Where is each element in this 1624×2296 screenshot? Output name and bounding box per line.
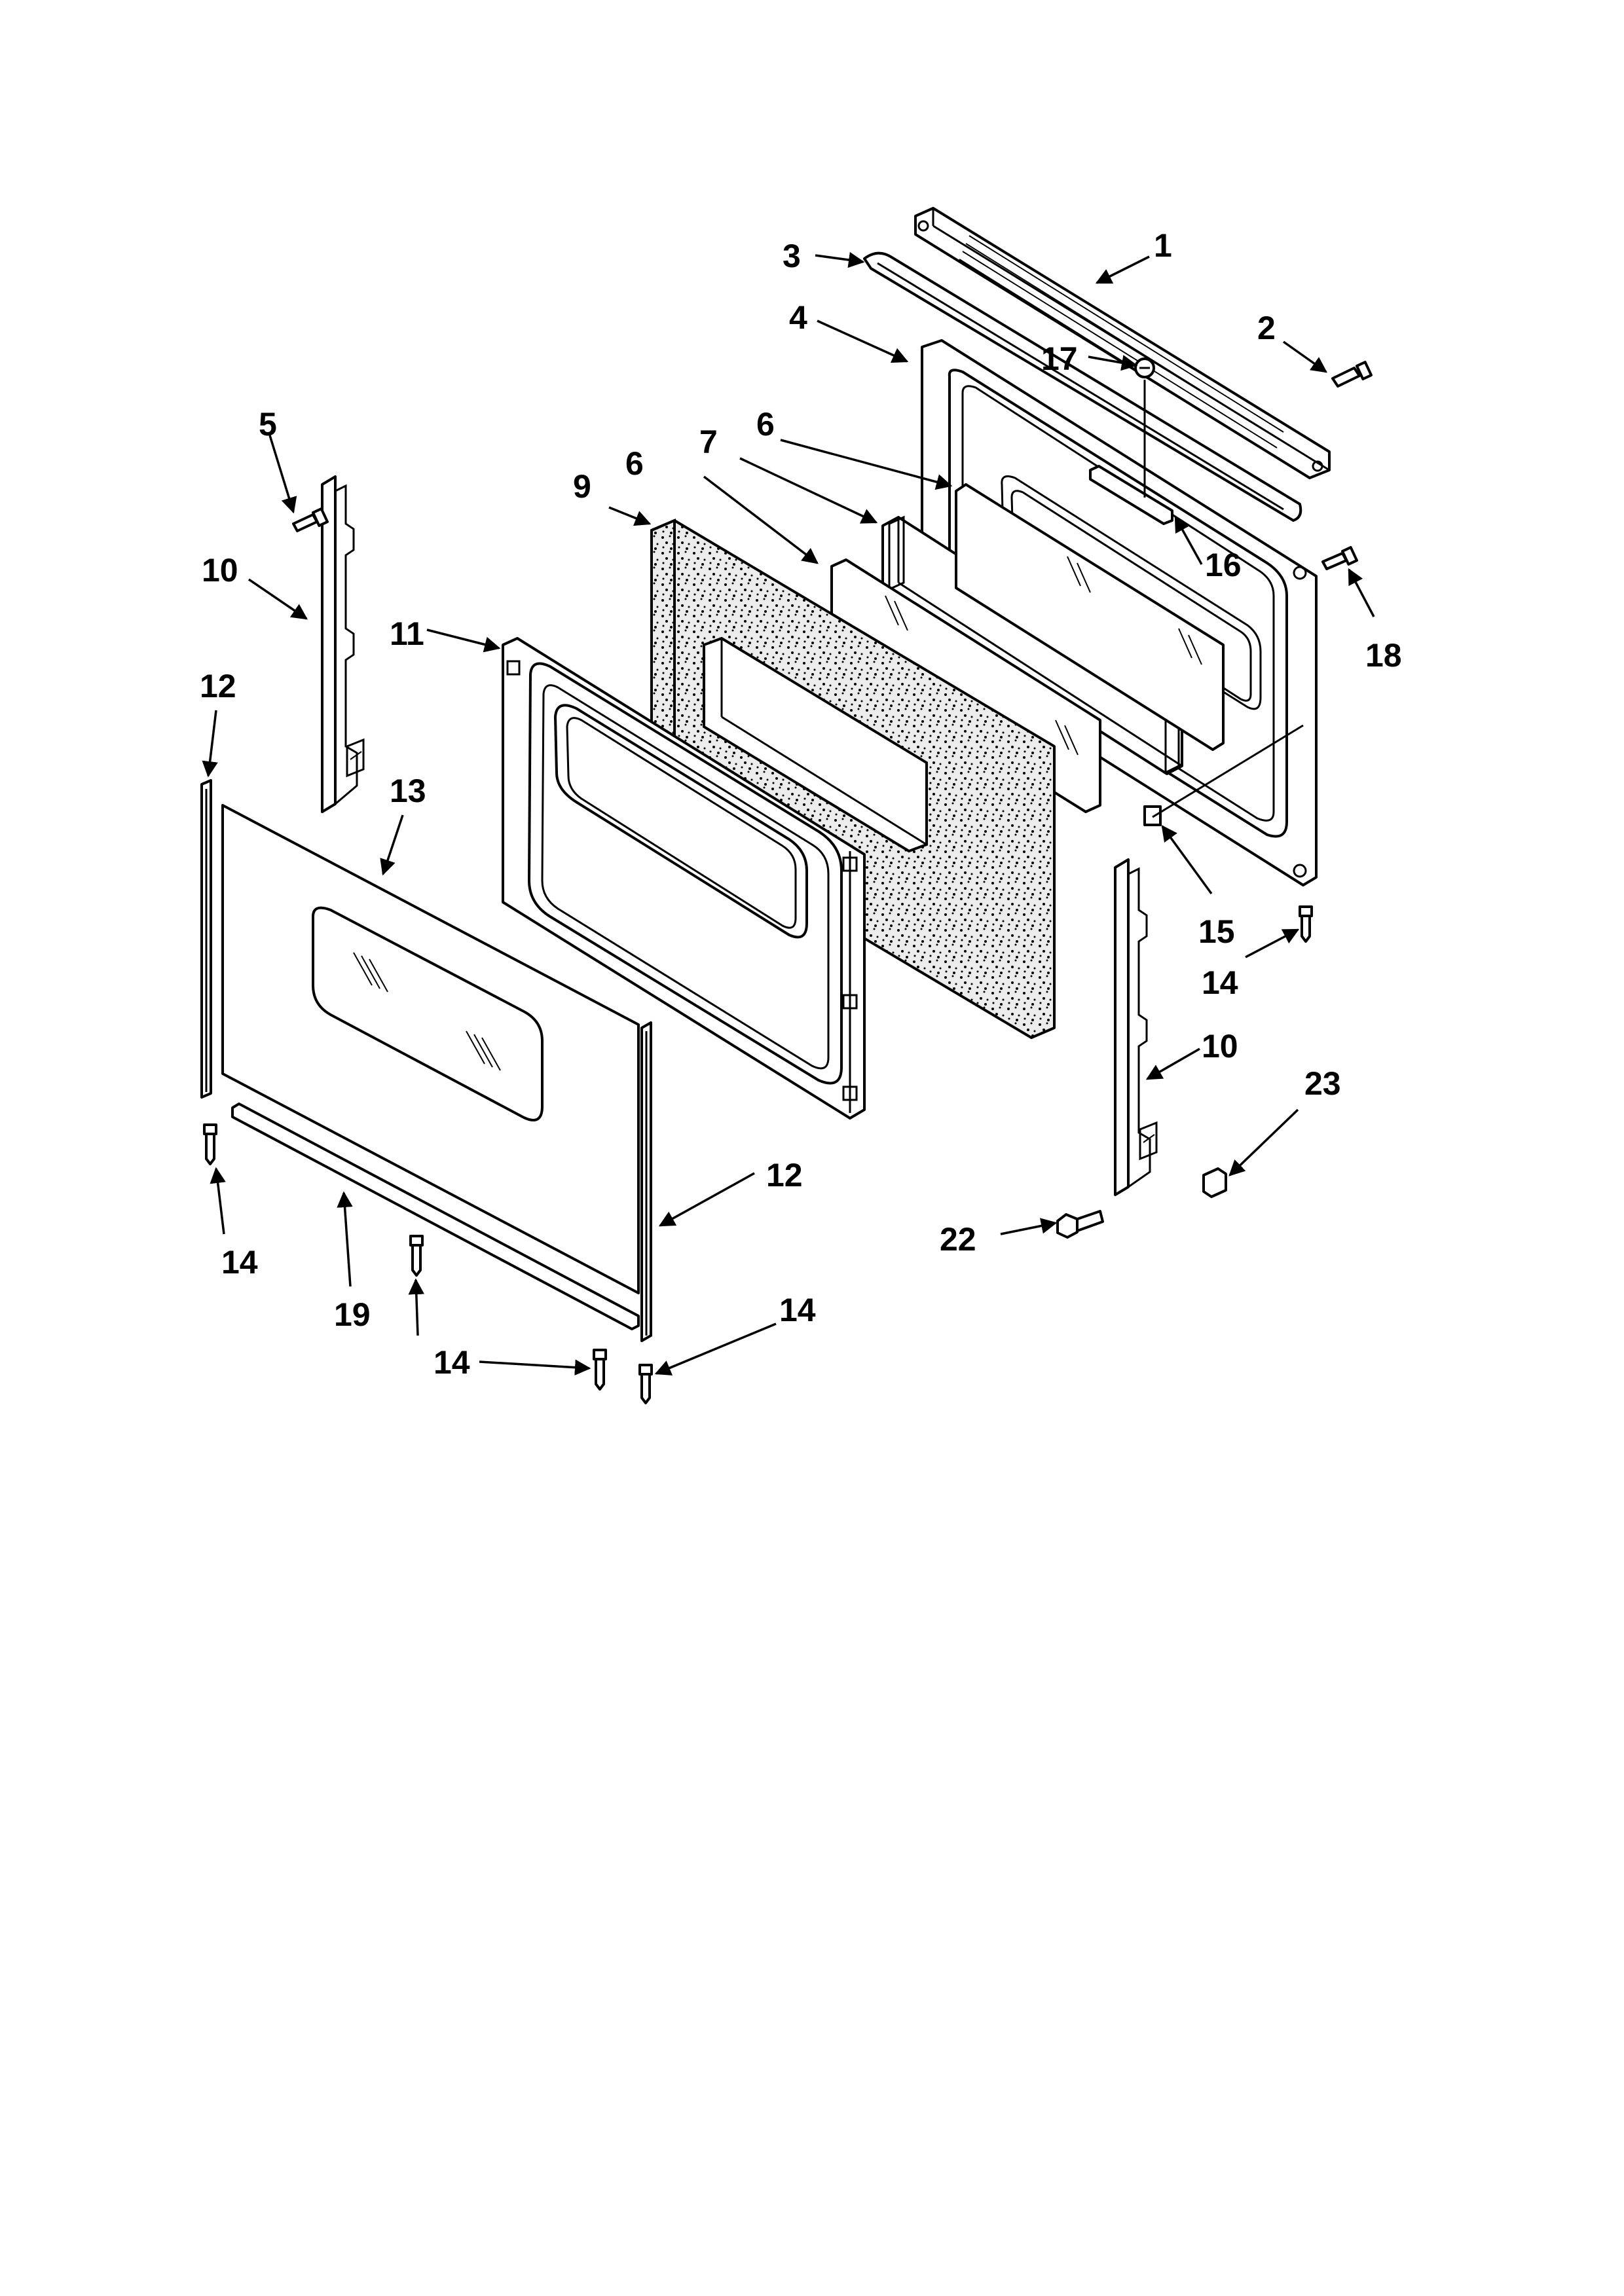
callout-4: 4 [789,299,807,336]
part-14-screw-bottom-middle [409,1235,424,1277]
part-5-screw [292,507,329,532]
callout-14-right: 14 [779,1292,816,1328]
callout-7: 7 [699,424,718,460]
vent-slots [959,235,1284,456]
callout-5: 5 [259,406,277,443]
callout-9: 9 [573,468,591,505]
screws [203,357,1373,1404]
part-6-inner-window-glass [955,483,1225,751]
part-18-screw [1321,546,1358,570]
part-10-right-door-channel [1114,858,1158,1196]
part-14-screw-liner [1299,905,1313,943]
part-3-door-handle [863,251,1302,522]
part-14-screw-right-trim [638,1364,653,1404]
callout-18: 18 [1365,637,1402,674]
part-14-screw-left [203,1123,217,1165]
callout-10-right: 10 [1202,1028,1238,1065]
callout-14-liner: 14 [1202,964,1238,1001]
callout-6-inner: 6 [756,406,775,443]
part-19-bottom-trim [231,1102,640,1330]
part-14-screw-bottom-right [593,1349,607,1391]
part-12-left-side-trim [200,779,212,1099]
part-23-clip [1202,1167,1227,1198]
callout-12-right: 12 [766,1157,803,1194]
part-10-left-door-channel [321,475,365,813]
callout-3: 3 [783,238,801,274]
leader-lines [202,251,1375,1376]
callout-labels: 1 2 3 4 17 5 6 7 9 6 10 16 18 11 12 13 1… [200,227,1402,1381]
part-16-latch-bracket [1089,380,1173,525]
callout-22: 22 [940,1221,976,1258]
callout-23: 23 [1304,1065,1341,1102]
part-15-clip [1143,805,1162,826]
part-12-right-side-trim [640,1021,652,1342]
callout-19: 19 [334,1296,371,1333]
part-2-screw [1331,361,1373,388]
callout-6-outer: 6 [625,445,644,482]
callout-11: 11 [390,615,424,652]
callout-14-bottom: 14 [434,1344,470,1381]
part-11-door-baffle [502,637,866,1120]
part-17-screw [1134,357,1155,378]
part-13-outer-door-panel [221,804,640,1294]
callout-17: 17 [1041,340,1078,377]
callout-13: 13 [390,773,426,809]
callout-15: 15 [1198,913,1235,950]
callout-1: 1 [1154,227,1172,264]
callout-12-left: 12 [200,668,236,704]
part-1-vent-trim [914,207,1331,479]
callout-2: 2 [1257,310,1276,346]
callout-14-left: 14 [221,1244,258,1281]
callout-10-left: 10 [202,552,238,589]
callout-16: 16 [1205,547,1242,583]
part-22-screw [1056,1210,1104,1239]
